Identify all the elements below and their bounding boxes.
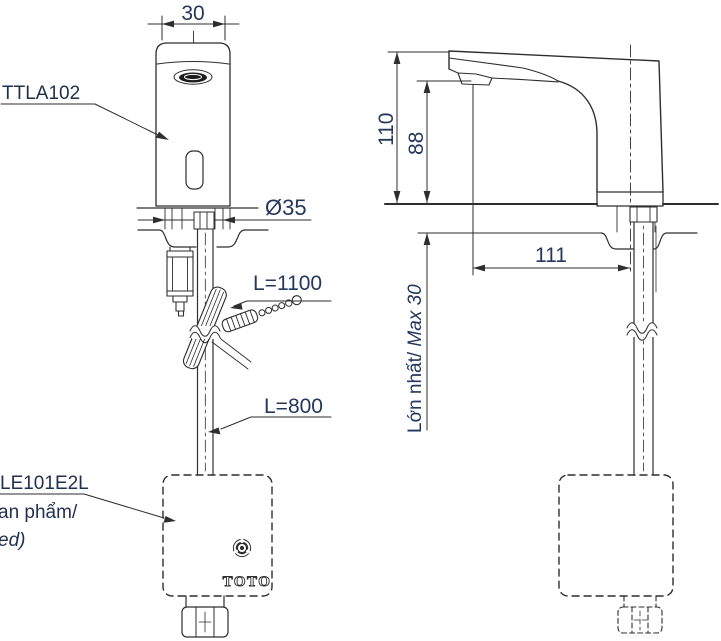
arrow-down-icon [393, 191, 401, 203]
toto-gear-emblem-icon [232, 538, 252, 558]
faucet-body-side [448, 50, 664, 207]
sensor-window [185, 150, 204, 190]
dim-spout-height [416, 80, 472, 204]
dim-total-height-text: 110 [375, 113, 398, 146]
dim-spout-height-text: 88 [405, 132, 428, 155]
sensor-hose-length-text: L=1100 [253, 272, 322, 295]
leader-arrow-icon [156, 131, 169, 140]
dim-spout-reach-text: 111 [535, 244, 567, 267]
dim-top-width-text: 30 [181, 2, 204, 25]
dim-deck-thickness-en: Max 30 [405, 284, 426, 347]
spout-opening [173, 69, 213, 85]
front-deck [136, 207, 312, 248]
controller-label-line3: ed) [0, 530, 25, 551]
supply-pipe-side [633, 221, 654, 476]
leader-arrow-icon [208, 427, 221, 435]
arrow-up-icon [423, 81, 431, 93]
controller-box-front [162, 474, 273, 597]
front-view: 30 TTLA102 Ø35 [0, 2, 332, 638]
supply-hose-length-text: L=800 [264, 395, 323, 418]
toto-logo: TOTO [223, 574, 272, 590]
leader-arrow-icon [163, 516, 176, 523]
arrow-right-icon [153, 216, 165, 224]
leader-arrow-icon [230, 302, 243, 310]
arrow-down-icon [423, 191, 431, 203]
pipe-break-side [626, 322, 658, 341]
dim-deck-thickness-text: Lớn nhất/ Max 30 [405, 284, 426, 433]
supply-hose-leader [220, 416, 332, 430]
controller-label-line1: LE101E2L [0, 473, 89, 494]
controller-label-line2: an phẩm/ [0, 502, 78, 523]
pipe-break-front [189, 325, 221, 344]
product-label-leader [0, 103, 159, 136]
arrow-right-icon [618, 264, 630, 272]
side-mounting-hardware [616, 205, 658, 293]
side-sink-section [600, 232, 698, 250]
sensor-cable-connector [221, 295, 302, 333]
solenoid-unit [166, 246, 194, 317]
faucet-body-front [155, 42, 231, 207]
outlet-nut-side [617, 595, 663, 634]
arrow-left-icon [223, 216, 235, 224]
dim-deck-thickness-vi: Lớn nhất/ [405, 347, 426, 433]
arrow-up-icon [393, 52, 401, 64]
product-label: TTLA102 [2, 83, 80, 104]
arrow-left-icon [473, 264, 485, 272]
dim-deck-thickness [417, 232, 602, 431]
controller-label-leader [0, 493, 165, 519]
faucet-cap-line [156, 60, 230, 65]
side-view: 110 88 Lớn nhất/ Max 30 111 [375, 44, 719, 634]
dim-top-width [147, 15, 240, 41]
outlet-nut-front [181, 595, 229, 638]
arrow-left-icon [162, 20, 174, 28]
controller-box-side [558, 474, 674, 597]
dim-hole-diameter-text: Ø35 [265, 195, 307, 220]
arrow-up-icon [423, 233, 431, 245]
arrow-right-icon [213, 20, 225, 28]
dim-spout-reach [472, 84, 631, 276]
dim-total-height [387, 51, 450, 204]
hose-bend-lines [211, 335, 252, 370]
